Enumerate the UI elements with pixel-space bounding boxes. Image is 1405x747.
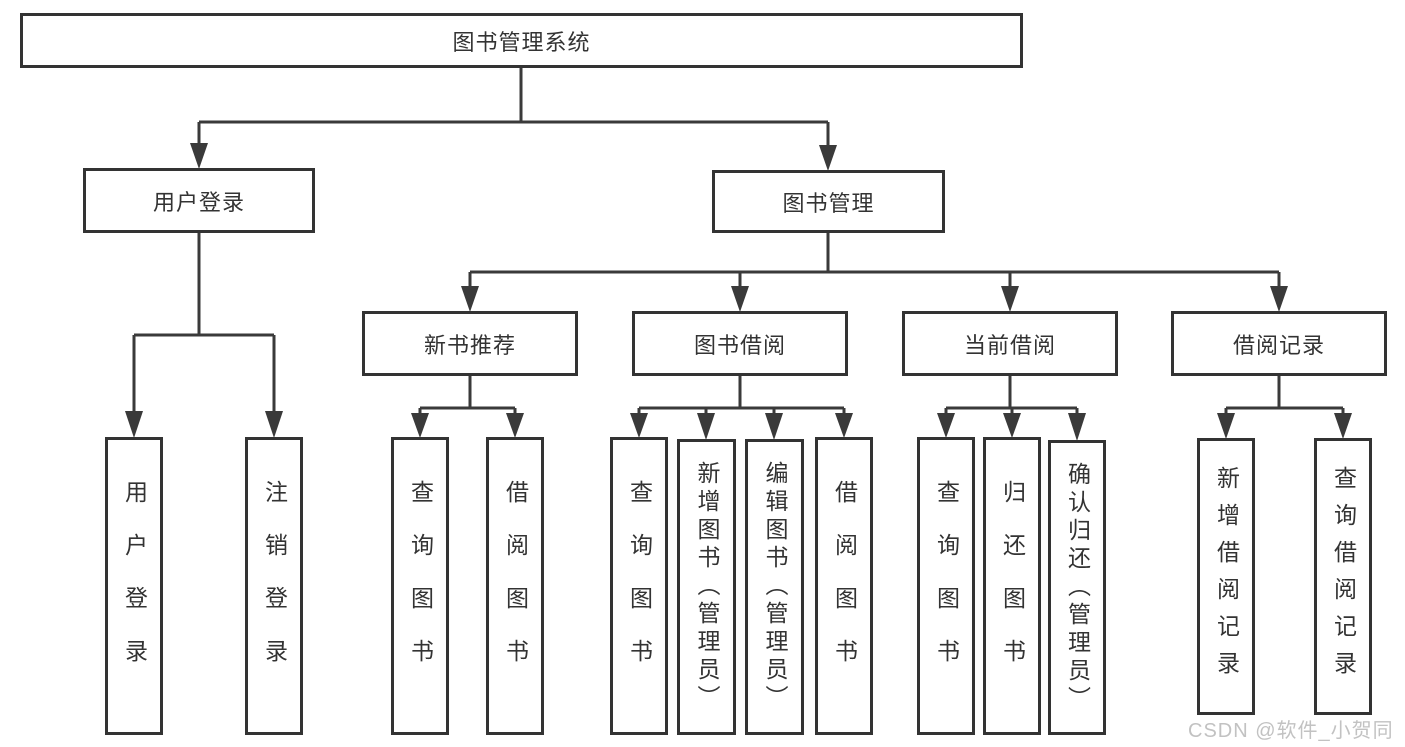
leaf-label: 新增借阅记录 [1213, 465, 1240, 688]
node-label: 新书推荐 [423, 332, 516, 358]
arrowhead-g4b [1003, 413, 1021, 438]
leaf-label: 借阅图书 [502, 480, 529, 692]
node-label: 图书管理系统 [452, 29, 591, 55]
leaf-label: 查询图书 [626, 480, 653, 692]
leaf-logout-login: 注销登录 [245, 437, 303, 735]
leaf-label: 注销登录 [261, 480, 288, 692]
node-label: 图书管理 [782, 190, 875, 216]
leaf-label: 查询图书 [407, 480, 434, 692]
leaf-label: 编辑图书（管理员） [762, 461, 788, 713]
leaf-label: 查询借阅记录 [1330, 465, 1357, 688]
leaf-borrow-books: 借阅图书 [486, 437, 544, 735]
leaf-label: 查询图书 [933, 480, 960, 692]
arrowhead-user-login [190, 143, 208, 169]
arrowhead-g1a [125, 411, 143, 438]
leaf-confirm-return-admin: 确认归还（管理员） [1048, 440, 1106, 735]
leaf-label: 借阅图书 [831, 480, 858, 692]
arrowhead-g2b [506, 413, 524, 438]
arrowhead-g3c [765, 413, 783, 440]
node-current-borrowing: 当前借阅 [902, 311, 1118, 376]
node-new-book-recommendation: 新书推荐 [362, 311, 578, 376]
leaf-borrow-books: 借阅图书 [815, 437, 873, 735]
leaf-add-books-admin: 新增图书（管理员） [677, 439, 736, 735]
node-label: 当前借阅 [963, 332, 1056, 358]
arrowhead-g3d [835, 413, 853, 438]
leaf-query-books: 查询图书 [610, 437, 668, 735]
leaf-label: 用户登录 [121, 480, 148, 692]
arrowhead-new-book-rec [461, 286, 479, 312]
leaf-query-borrow-record: 查询借阅记录 [1314, 438, 1372, 715]
arrowhead-current-borrow [1001, 286, 1019, 312]
leaf-user-login: 用户登录 [105, 437, 163, 735]
arrowhead-g5b [1334, 413, 1352, 439]
node-book-management: 图书管理 [712, 170, 945, 233]
node-root-library-management-system: 图书管理系统 [20, 13, 1023, 68]
arrowhead-book-borrow [731, 286, 749, 312]
node-label: 图书借阅 [693, 332, 786, 358]
arrowhead-g2a [411, 413, 429, 438]
arrowhead-borrow-records [1270, 286, 1288, 312]
arrowhead-book-mgmt [819, 145, 837, 171]
node-user-login: 用户登录 [83, 168, 315, 233]
leaf-edit-books-admin: 编辑图书（管理员） [745, 439, 804, 735]
leaf-label: 新增图书（管理员） [694, 461, 720, 713]
leaf-label: 归还图书 [999, 480, 1026, 692]
csdn-watermark: CSDN @软件_小贺同学 [1188, 720, 1394, 742]
arrowhead-g5a [1217, 413, 1235, 439]
leaf-add-borrow-record: 新增借阅记录 [1197, 438, 1255, 715]
arrowhead-g3a [630, 413, 648, 438]
arrowhead-g4c [1068, 413, 1086, 441]
leaf-query-books: 查询图书 [917, 437, 975, 735]
arrowhead-g3b [697, 413, 715, 440]
leaf-query-books: 查询图书 [391, 437, 449, 735]
node-label: 借阅记录 [1232, 332, 1325, 358]
arrowhead-g4a [937, 413, 955, 438]
node-label: 用户登录 [152, 189, 245, 215]
leaf-label: 确认归还（管理员） [1064, 461, 1091, 714]
leaf-return-books: 归还图书 [983, 437, 1041, 735]
node-book-borrowing: 图书借阅 [632, 311, 848, 376]
node-borrowing-records: 借阅记录 [1171, 311, 1387, 376]
arrowhead-g1b [265, 411, 283, 438]
